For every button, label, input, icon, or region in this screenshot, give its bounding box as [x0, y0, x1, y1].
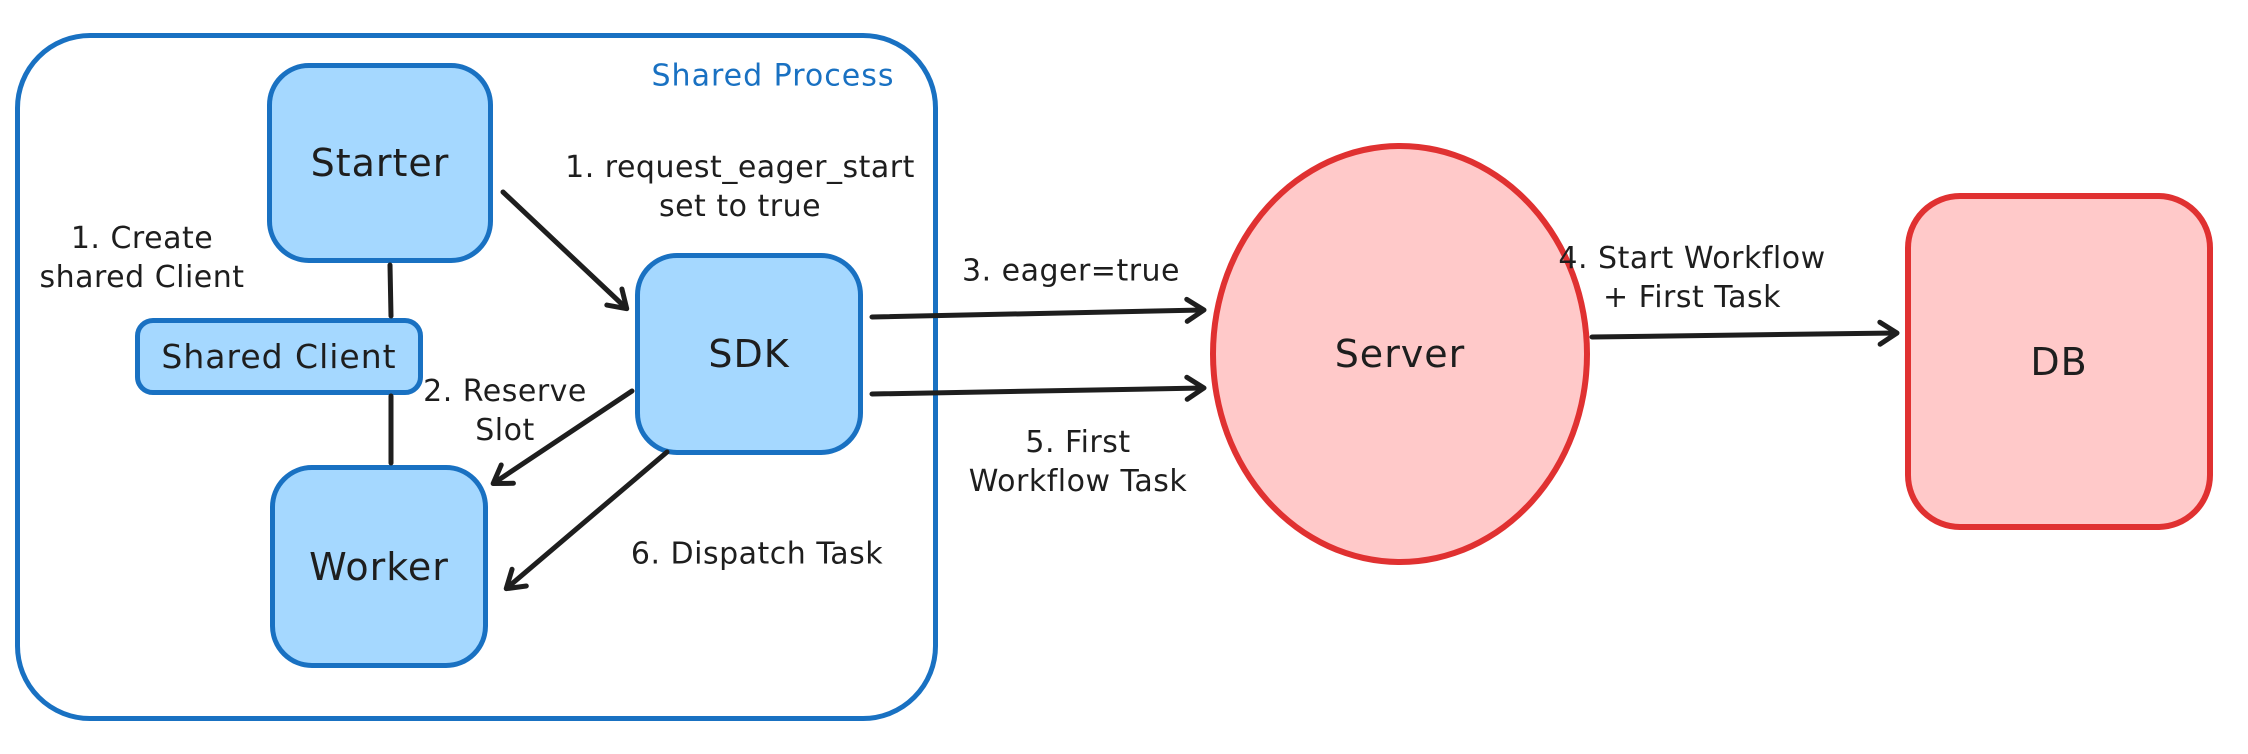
- server-node-label: Server: [1334, 332, 1466, 376]
- db-node-label: DB: [2030, 339, 2088, 384]
- annotation-dispatch-task: 6. Dispatch Task: [630, 536, 884, 572]
- shared-client-node-label: Shared Client: [161, 337, 397, 376]
- sdk-node-label: SDK: [708, 332, 790, 376]
- starter-node: Starter: [267, 63, 493, 263]
- annotation-request-eager-start: 1. request_eager_start set to true: [565, 150, 915, 224]
- shared-client-node: Shared Client: [135, 318, 423, 395]
- annotation-start-workflow-first-task: 4. Start Workflow + First Task: [1558, 241, 1826, 315]
- annotation-first-workflow-task: 5. First Workflow Task: [968, 425, 1188, 499]
- arrow-server-to-db: [1589, 319, 1900, 347]
- db-node: DB: [1905, 193, 2213, 530]
- annotation-reserve-slot: 2. Reserve Slot: [423, 374, 587, 448]
- starter-node-label: Starter: [310, 141, 450, 185]
- worker-node: Worker: [270, 465, 488, 668]
- worker-node-label: Worker: [309, 544, 449, 589]
- server-node: Server: [1210, 143, 1590, 565]
- shared-process-container: [15, 33, 938, 721]
- annotation-eager-true: 3. eager=true: [961, 253, 1181, 289]
- sdk-node: SDK: [635, 253, 863, 455]
- annotation-create-shared-client: 1. Create shared Client: [39, 221, 245, 295]
- shared-process-title: Shared Process: [651, 58, 895, 94]
